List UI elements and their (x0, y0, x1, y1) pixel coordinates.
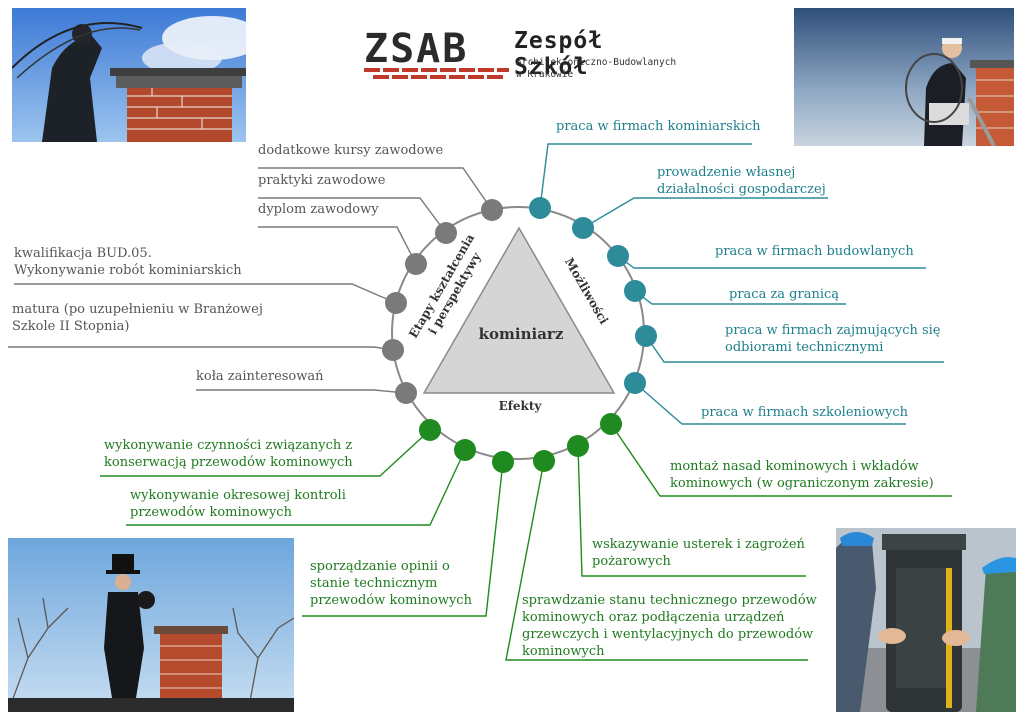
photo-chimney-sweep-top-right (794, 8, 1014, 146)
possibility-dot-6 (624, 372, 646, 394)
possibility-dot-2 (572, 217, 594, 239)
school-subtitle-line-2: w Krakowie (516, 69, 574, 80)
effect-dot-1 (600, 413, 622, 435)
possibility-label-5-line-2: odbiorami technicznymi (725, 340, 884, 355)
possibility-label-3: praca w firmach budowlanych (715, 243, 914, 260)
effect-label-3-line-2: kominowych oraz podłączenia urządzeń (522, 610, 785, 625)
effect-dot-5 (454, 439, 476, 461)
effect-label-4-line-1: sporządzanie opinii o (310, 559, 450, 574)
education-stage-label-4-line-2: Wykonywanie robót kominiarskich (14, 263, 242, 278)
school-logo: ZSAB Zespół Szkół Architektoniczno-Budow… (362, 22, 692, 88)
effect-dot-4 (492, 451, 514, 473)
education-stage-label-3: dyplom zawodowy (258, 201, 379, 218)
side-label-effects: Efekty (499, 399, 543, 413)
education-stage-label-3-line-1: dyplom zawodowy (258, 202, 379, 217)
effect-label-6-line-2: konserwacją przewodów kominowych (104, 455, 353, 470)
possibility-label-2-line-2: działalności gospodarczej (657, 182, 826, 197)
effect-label-1-line-1: montaż nasad kominowych i wkładów (670, 459, 919, 474)
center-title: kominiarz (479, 325, 564, 343)
possibility-label-2-line-1: prowadzenie własnej (657, 165, 796, 180)
effect-dot-6 (419, 419, 441, 441)
education-stage-label-1-line-1: dodatkowe kursy zawodowe (258, 143, 444, 158)
school-name: Zespół Szkół (514, 28, 604, 80)
education-stage-dot-3 (405, 253, 427, 275)
possibility-label-6: praca w firmach szkoleniowych (701, 404, 908, 421)
side-label-possibilities: Możliwości (562, 255, 611, 327)
photo-chimney-sweep-bottom-left (8, 538, 294, 712)
logo-mark-text: ZSAB (364, 26, 468, 72)
education-stage-label-2-line-1: praktyki zawodowe (258, 173, 386, 188)
school-subtitle-line-1: Architektoniczno-Budowlanych (516, 57, 677, 68)
photo-chimney-installation-bottom-right (836, 528, 1016, 712)
possibility-connector-2 (582, 197, 828, 229)
education-stage-dot-4 (385, 292, 407, 314)
education-stage-connector-5 (8, 346, 394, 351)
effect-label-2-line-2: pożarowych (592, 554, 671, 569)
effect-label-5-line-2: przewodów kominowych (130, 505, 292, 520)
education-stage-label-1: dodatkowe kursy zawodowe (258, 142, 443, 159)
possibility-label-2: prowadzenie własnej działalności gospodar… (657, 164, 826, 198)
effect-label-6: wykonywanie czynności związanych z konser… (104, 437, 353, 471)
education-stage-dot-2 (435, 222, 457, 244)
effect-dot-3 (533, 450, 555, 472)
effect-dot-2 (567, 435, 589, 457)
education-stage-label-6: koła zainteresowań (196, 368, 324, 385)
effect-label-4-line-3: przewodów kominowych (310, 593, 472, 608)
education-stage-label-5-line-2: Szkole II Stopnia) (12, 319, 130, 334)
education-stage-label-4-line-1: kwalifikacja BUD.05. (14, 246, 152, 261)
effect-label-5: wykonywanie okresowej kontroli przewodów … (130, 487, 346, 521)
education-stage-connector-6 (196, 389, 407, 394)
education-stage-dot-5 (382, 339, 404, 361)
possibility-dot-3 (607, 245, 629, 267)
side-label-education: Etapy kształcenia i perspektywy (406, 231, 485, 340)
effect-label-3-line-4: kominowych (522, 644, 605, 659)
possibility-label-5: praca w firmach zajmujących się odbiorami… (725, 322, 941, 356)
possibility-label-1-line-1: praca w firmach kominiarskich (556, 119, 761, 134)
effect-label-1-line-2: kominowych (w ograniczonym zakresie) (670, 476, 934, 491)
side-label-education-line-2: i perspektywy (426, 249, 485, 337)
possibility-label-4-line-1: praca za granicą (729, 287, 840, 302)
photo-chimney-sweep-top-left (12, 8, 246, 142)
effect-label-4-line-2: stanie technicznym (310, 576, 438, 591)
effect-label-2: wskazywanie usterek i zagrożeń pożarowych (592, 536, 805, 570)
ring (391, 206, 645, 460)
education-stage-connector-3 (258, 226, 417, 265)
effect-label-3-line-3: grzewczych i wentylacyjnych do przewodów (522, 627, 814, 642)
possibility-label-3-line-1: praca w firmach budowlanych (715, 244, 914, 259)
side-label-education-line-1: Etapy kształcenia (406, 231, 477, 340)
effect-label-2-line-1: wskazywanie usterek i zagrożeń (592, 537, 805, 552)
possibility-dot-5 (635, 325, 657, 347)
effect-label-6-line-1: wykonywanie czynności związanych z (104, 438, 353, 453)
effect-label-1: montaż nasad kominowych i wkładów kominow… (670, 458, 934, 492)
effect-label-3-line-1: sprawdzanie stanu technicznego przewodów (522, 593, 817, 608)
side-label-possibilities-text: Możliwości (562, 255, 611, 327)
education-stage-label-6-line-1: koła zainteresowań (196, 369, 324, 384)
education-stage-label-4: kwalifikacja BUD.05. Wykonywanie robót ko… (14, 245, 242, 279)
education-stage-label-2: praktyki zawodowe (258, 172, 385, 189)
education-stage-dot-1 (481, 199, 503, 221)
effect-label-3: sprawdzanie stanu technicznego przewodów… (522, 592, 817, 660)
possibility-label-5-line-1: praca w firmach zajmujących się (725, 323, 941, 338)
education-stage-dot-6 (395, 382, 417, 404)
possibility-label-6-line-1: praca w firmach szkoleniowych (701, 405, 909, 420)
possibility-dot-1 (529, 197, 551, 219)
education-stage-label-5-line-1: matura (po uzupełnieniu w Branżowej (12, 302, 263, 317)
central-triangle (422, 226, 616, 394)
effect-label-4: sporządzanie opinii o stanie technicznym p… (310, 558, 472, 609)
possibility-label-1: praca w firmach kominiarskich (556, 118, 761, 135)
possibility-dot-4 (624, 280, 646, 302)
logo-mark-icon: ZSAB (364, 26, 509, 79)
possibility-label-4: praca za granicą (729, 286, 839, 303)
effect-label-5-line-1: wykonywanie okresowej kontroli (130, 488, 346, 503)
